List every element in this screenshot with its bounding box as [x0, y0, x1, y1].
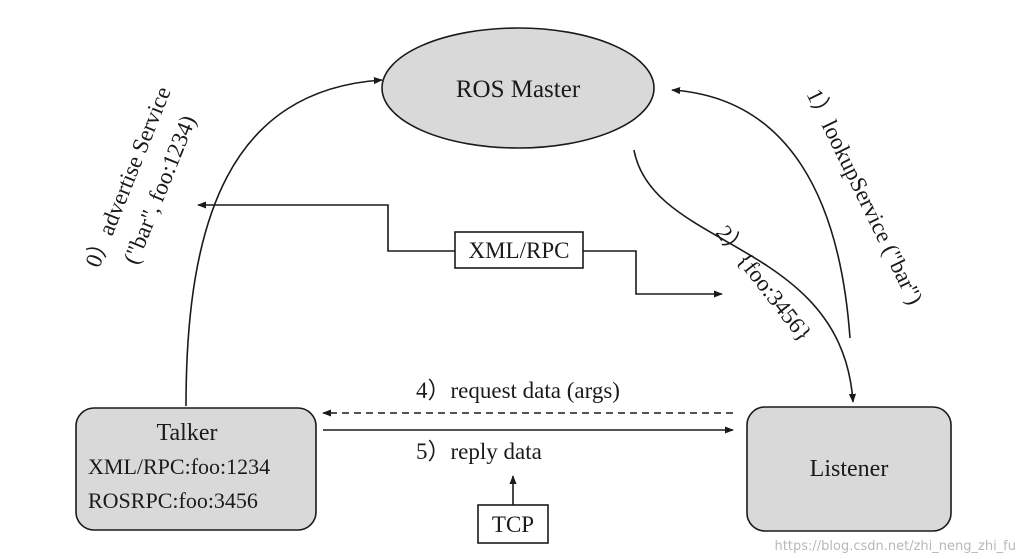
tcp-rect — [477, 504, 549, 544]
talker-node: Talker XML/RPC:foo:1234 ROSRPC:foo:3456 — [75, 407, 317, 531]
talker-box — [75, 407, 317, 531]
xmlrpc-right-connector — [583, 250, 723, 298]
talker-rosrpc-address: ROSRPC:foo:3456 — [88, 488, 258, 513]
xmlrpc-label: XML/RPC — [469, 238, 570, 263]
xmlrpc-box: XML/RPC — [454, 231, 584, 269]
xmlrpc-rect — [454, 231, 584, 269]
ros-master-node: ROS Master — [381, 27, 655, 149]
ros-master-ellipse — [381, 27, 655, 149]
lookup-arrow — [671, 86, 851, 339]
listener-node: Listener — [746, 406, 952, 532]
xmlrpc-left-connector — [197, 201, 455, 252]
request-label: 4）request data (args) — [416, 378, 620, 403]
reply-foo-label: 2）{foo:3456} — [711, 221, 817, 346]
tcp-label: TCP — [492, 512, 534, 537]
lookup-label: 1）lookupService ("bar") — [802, 85, 928, 309]
watermark: https://blog.csdn.net/zhi_neng_zhi_fu — [775, 539, 1016, 554]
talker-xmlrpc-address: XML/RPC:foo:1234 — [88, 454, 270, 479]
tcp-box: TCP — [477, 504, 549, 544]
listener-box — [746, 406, 952, 532]
talker-title: Talker — [157, 420, 218, 446]
advertise-label-group: 0）advertise Service ("bar", foo:1234) — [80, 83, 200, 271]
advertise-arrow — [185, 76, 383, 407]
reply-data-label: 5）reply data — [416, 439, 542, 464]
listener-label: Listener — [810, 456, 889, 482]
ros-master-label: ROS Master — [456, 76, 581, 103]
master-to-listener-arrow — [633, 149, 857, 403]
